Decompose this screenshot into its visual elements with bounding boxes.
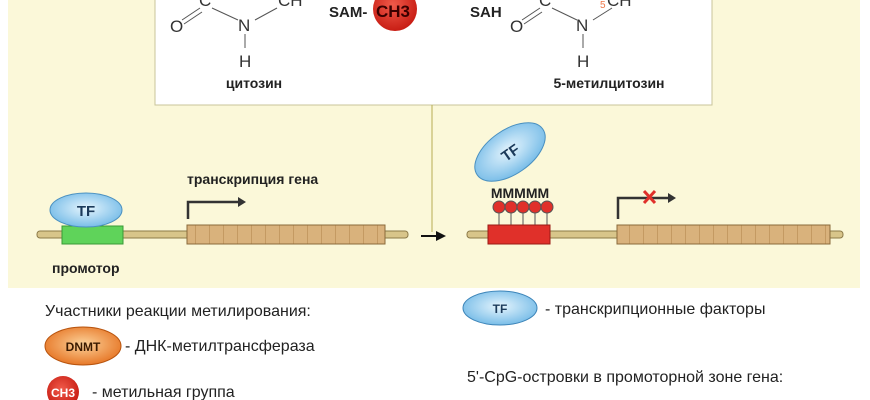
sah-label: SAH <box>470 4 502 21</box>
promoter-label: промотор <box>52 260 120 276</box>
sam-donor: SAM- CH3 SAH <box>329 0 502 31</box>
left-gene-tf: TF <box>77 203 95 220</box>
transcription-arrow <box>186 200 240 219</box>
legend: Участники реакции метилирования: DNMT - … <box>44 290 783 400</box>
reaction-methylcytosine-atoms-n: N <box>576 16 588 35</box>
reaction-cytosine-atoms-c: C <box>199 0 211 10</box>
transition-arrow <box>421 231 446 241</box>
methylcytosine-label: 5-метилцитозин <box>553 75 664 91</box>
gene-body <box>616 224 831 245</box>
reaction-methylcytosine-atoms-h: H <box>577 52 589 71</box>
reaction-cytosine-atoms-ch: CH <box>278 0 303 10</box>
legend-ch3-text: - метильная группа <box>92 384 235 400</box>
cytosine-label: цитозин <box>226 75 282 91</box>
reaction-methylcytosine-atoms-ch: CH <box>607 0 632 10</box>
tf-unbound <box>474 122 546 182</box>
cytosine-structure: O C N CH H цитозин <box>170 0 303 91</box>
reaction-methylcytosine-atoms-five: 5 <box>600 0 606 11</box>
cpg-islands-label: 5'-CpG-островки в промоторной зоне гена: <box>467 369 783 386</box>
methylcytosine-structure: O C N 5 CH H 5-метилцитозин <box>510 0 665 91</box>
tf-badge <box>462 290 538 326</box>
methyl-lollipops <box>492 200 554 226</box>
reaction-ch3: CH3 <box>376 2 410 21</box>
reaction-box <box>154 0 713 232</box>
methylated-gene: TF MMMMM <box>466 122 844 245</box>
legend-tf-badge: TF <box>493 302 508 316</box>
transcription-label: транскрипция гена <box>187 171 318 187</box>
methylated-promoter <box>487 224 551 245</box>
legend-ch3-badge: CH3 <box>51 386 75 400</box>
reaction-cytosine-atoms-n: N <box>238 16 250 35</box>
promoter <box>61 225 124 245</box>
reaction-cytosine-atoms-h: H <box>239 52 251 71</box>
reaction-methylcytosine-atoms-o: O <box>510 17 523 36</box>
tf-bound <box>49 192 123 228</box>
reaction-cytosine-atoms-o: O <box>170 17 183 36</box>
methyl-marks-label: MMMMM <box>491 185 549 201</box>
block-x-icon <box>642 189 657 205</box>
dnmt-badge <box>44 326 122 366</box>
legend-dnmt-text: - ДНК-метилтрансфераза <box>125 338 315 355</box>
unmethylated-gene: TF транскрипция гена промотор <box>36 171 409 276</box>
blocked-transcription-arrow <box>616 196 670 219</box>
legend-dnmt-badge: DNMT <box>66 340 101 354</box>
legend-tf-text: - транскрипционные факторы <box>545 301 765 318</box>
gene-body <box>186 224 386 245</box>
participants-title: Участники реакции метилирования: <box>45 303 311 320</box>
reaction-sam: SAM- <box>329 4 367 21</box>
ch3-badge <box>47 376 79 400</box>
reaction-methylcytosine-atoms-c: C <box>539 0 551 10</box>
